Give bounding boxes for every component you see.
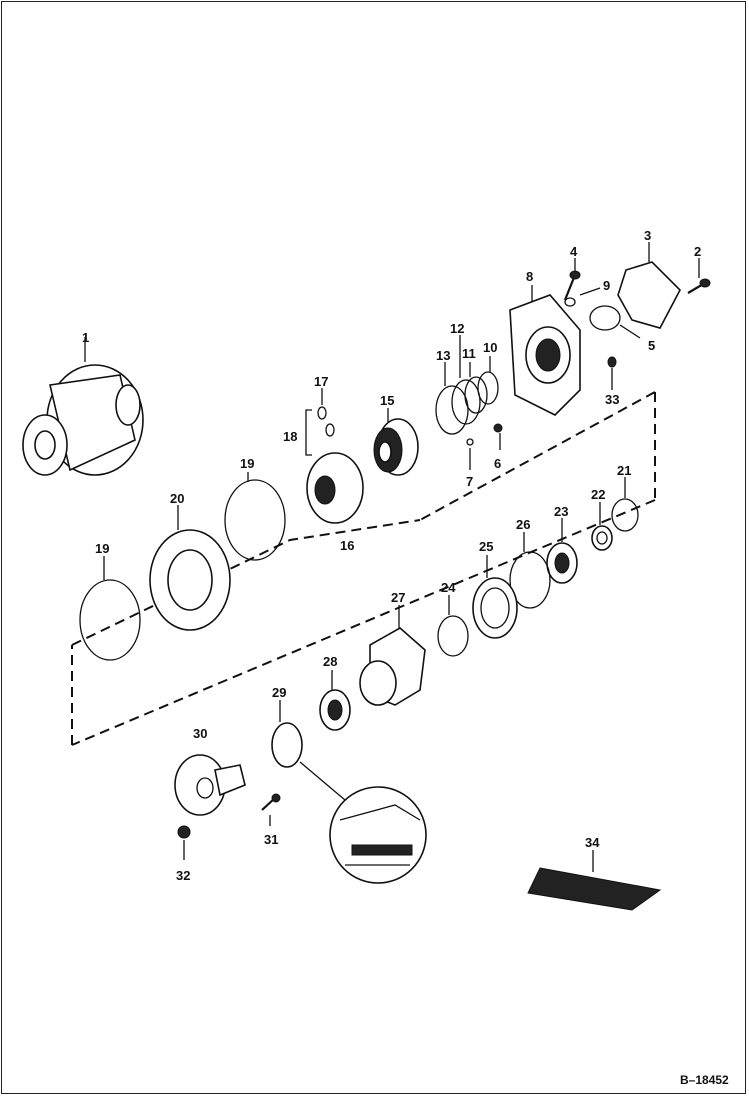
part-4-bolt[interactable] (563, 258, 581, 301)
part-27-hub[interactable] (359, 605, 426, 706)
callout-30: 30 (193, 726, 207, 741)
callout-3: 3 (644, 228, 651, 243)
callout-34: 34 (585, 835, 600, 850)
callout-23: 23 (554, 504, 568, 519)
part-10-ring[interactable] (477, 356, 499, 405)
seal-detail-inset (329, 786, 427, 884)
part-23-bearing[interactable] (546, 518, 578, 584)
part-20-ringgear[interactable] (149, 505, 231, 631)
callout-10: 10 (483, 340, 497, 355)
part-12-ring[interactable] (451, 335, 481, 425)
part-16-carrier[interactable] (306, 452, 364, 524)
part-34-decal[interactable] (527, 850, 662, 911)
part-17-pin[interactable] (317, 388, 335, 437)
callout-8: 8 (526, 269, 533, 284)
callout-16: 16 (340, 538, 354, 553)
callout-13: 13 (436, 348, 450, 363)
part-31-bolt[interactable] (261, 793, 281, 826)
callout-33: 33 (605, 392, 619, 407)
assembly-dashed-outline (71, 391, 656, 746)
callout-28: 28 (323, 654, 337, 669)
callout-1: 1 (82, 330, 89, 345)
part-19-oring-upper[interactable] (224, 472, 286, 561)
part-32-nut[interactable] (177, 825, 191, 860)
part-28-bearing[interactable] (319, 670, 351, 731)
part-7-ball[interactable] (466, 438, 474, 470)
callout-19-lower: 19 (95, 541, 109, 556)
part-1-housing[interactable] (22, 337, 144, 476)
callout-2: 2 (694, 244, 701, 259)
part-29-seal[interactable] (271, 700, 346, 801)
callout-21: 21 (617, 463, 631, 478)
part-30-flange[interactable] (174, 754, 246, 816)
part-6-plug[interactable] (493, 423, 503, 450)
part-22-seal[interactable] (591, 502, 613, 551)
callout-26: 26 (516, 517, 530, 532)
callout-29: 29 (272, 685, 286, 700)
callout-9: 9 (603, 278, 610, 293)
callout-17: 17 (314, 374, 328, 389)
part-33-plug[interactable] (607, 356, 617, 390)
part-18-bracket[interactable] (305, 409, 312, 456)
part-26-oring[interactable] (509, 532, 551, 609)
callout-25: 25 (479, 539, 493, 554)
callout-24: 24 (441, 580, 456, 595)
callout-6: 6 (494, 456, 501, 471)
figure-id: B–18452 (680, 1073, 729, 1087)
callout-12: 12 (450, 321, 464, 336)
callout-4: 4 (570, 244, 578, 259)
callout-31: 31 (264, 832, 278, 847)
callout-15: 15 (380, 393, 394, 408)
part-8-endcap[interactable] (509, 285, 581, 416)
part-5-oring[interactable] (589, 305, 641, 339)
part-15-gearset[interactable] (373, 408, 419, 476)
callout-5: 5 (648, 338, 655, 353)
part-19-oring-lower[interactable] (79, 556, 141, 661)
part-21-snapring[interactable] (611, 477, 639, 532)
part-13-ring[interactable] (435, 362, 469, 435)
callout-18: 18 (283, 429, 297, 444)
part-25-seal[interactable] (472, 555, 518, 639)
part-2-bolt[interactable] (687, 258, 711, 294)
callout-22: 22 (591, 487, 605, 502)
callout-19-upper: 19 (240, 456, 254, 471)
part-24-oring[interactable] (437, 595, 469, 657)
callout-20: 20 (170, 491, 184, 506)
callout-7: 7 (466, 474, 473, 489)
callout-27: 27 (391, 590, 405, 605)
callout-11: 11 (462, 346, 476, 361)
callout-32: 32 (176, 868, 190, 883)
part-9-washer[interactable] (564, 287, 601, 307)
part-3-cover[interactable] (617, 242, 681, 329)
